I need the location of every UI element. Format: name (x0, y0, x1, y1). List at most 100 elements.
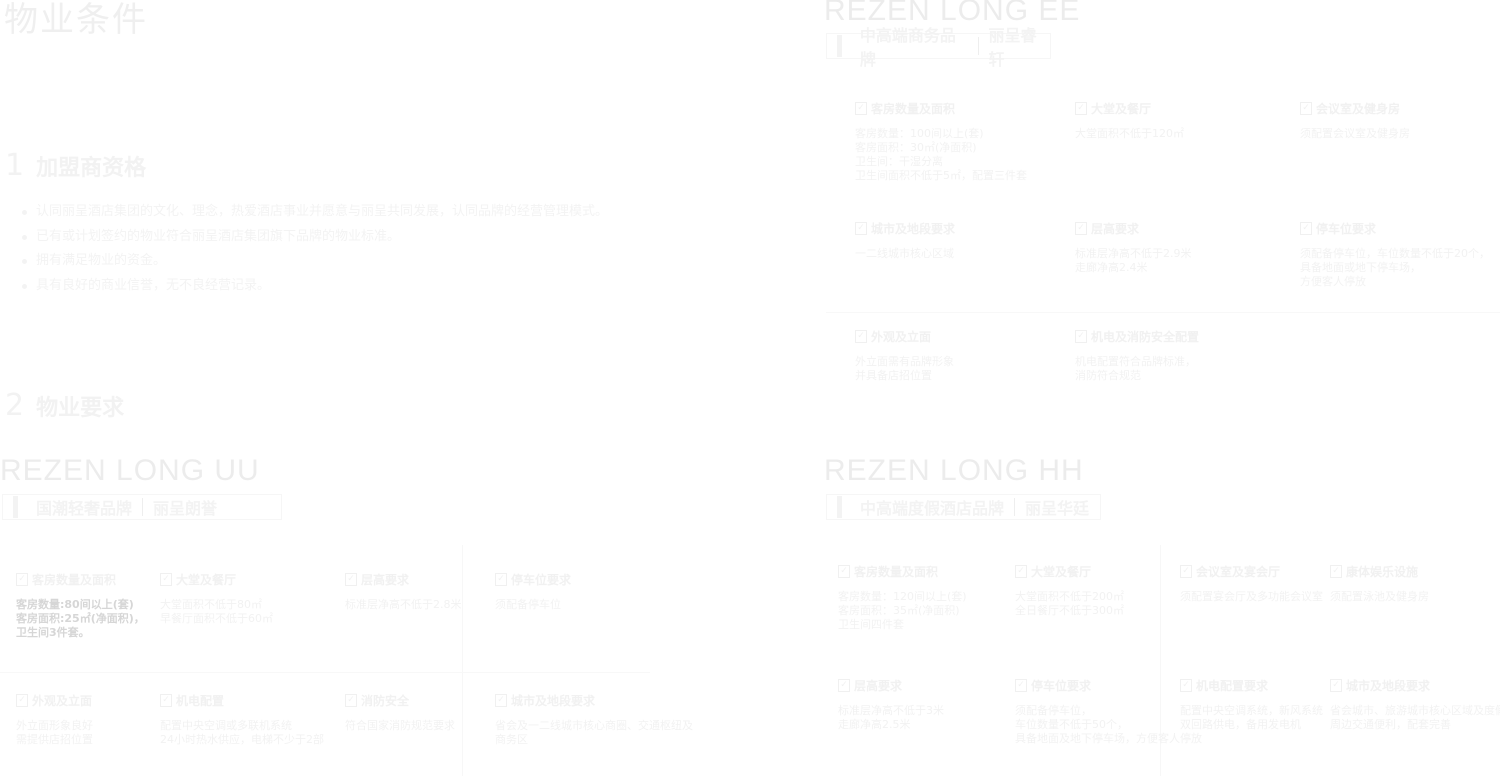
spec-title: 机电配置要求 (1196, 679, 1269, 693)
checkbox-icon: ✓ (1015, 679, 1027, 692)
list-item: 认同丽呈酒店集团的文化、理念，热爱酒店事业并愿意与丽呈共同发展，认同品牌的经营管… (22, 200, 608, 225)
spec-title: 机电配置 (176, 694, 225, 708)
spec-cell: ✓层高要求标准层净高不低于2.8米 (345, 571, 545, 612)
checkbox-icon: ✓ (1075, 222, 1087, 235)
spec-cell: ✓ 停车位要求须配备停车位，车位数量不低于20个， 具备地面或地下停车场， 方便客… (1300, 220, 1500, 289)
spec-cell: ✓客房数量及面积客房数量:80间以上(套) 客房面积:25㎡(净面积)， 卫生间… (16, 571, 216, 640)
spec-text: 须配置宴会厅及多功能会议室 (1180, 590, 1323, 603)
spec-cell: ✓ 城市及地段要求省会城市、旅游城市核心区域及度假区 周边交通便利，配套完善 (1330, 677, 1500, 732)
section-property: 2 物业要求 (5, 388, 124, 423)
spec-cell: ✓大堂及餐厅大堂面积不低于120㎡ (1075, 100, 1275, 141)
checkbox-icon: ✓ (345, 694, 357, 707)
spec-cell: ✓外观及立面外立面需有品牌形象 并具备店招位置 (855, 328, 1055, 383)
divider (462, 545, 463, 776)
spec-title: 城市及地段要求 (871, 222, 956, 236)
brand-title-ee: REZEN LONG EE (824, 0, 1081, 27)
spec-cell: ✓停车位要求须配备停车位 (495, 571, 695, 612)
divider (142, 498, 144, 516)
spec-cell: ✓ 机电配置要求配置中央空调系统，新风系统 双回路供电，备用发电机 (1180, 677, 1380, 732)
subtitle-name: 丽呈睿轩 (988, 26, 1037, 69)
list-item: 拥有满足物业的资金。 (22, 249, 608, 274)
spec-cell: ✓消防安全符合国家消防规范要求 (345, 692, 545, 733)
divider (826, 312, 1500, 313)
section-franchisee: 1 加盟商资格 (5, 148, 146, 183)
spec-cell: ✓大堂及餐厅大堂面积不低于200㎡ 全日餐厅不低于300㎡ (1015, 563, 1215, 618)
spec-heading: ✓大堂及餐厅 (1075, 100, 1275, 117)
accent-bar (13, 496, 18, 518)
checkbox-icon: ✓ (1300, 222, 1312, 235)
spec-heading: ✓客房数量及面积 (16, 571, 216, 588)
spec-cell: ✓机电配置配置中央空调或多联机系统 24小时热水供应，电梯不少于2部 (160, 692, 360, 747)
spec-heading: ✓ 客房数量及面积 (838, 563, 1038, 580)
spec-cell: ✓层高要求标准层净高不低于3米 走廊净高2.5米 (838, 677, 1038, 732)
accent-bar (837, 496, 842, 518)
divider (0, 672, 650, 673)
spec-cell: ✓外观及立面外立面形象良好 需提供店招位置 (16, 692, 216, 747)
spec-text: 标准层净高不低于2.9米 走廊净高2.4米 (1075, 247, 1192, 274)
spec-text: 客房数量：120间以上(套) 客房面积：35㎡(净面积) 卫生间四件套 (838, 590, 967, 631)
subtitle-type: 中高端商务品牌 (859, 26, 956, 69)
spec-text: 省会及一二线城市核心商圈、交通枢纽及商务区 (495, 719, 693, 746)
divider (977, 37, 979, 55)
checkbox-icon: ✓ (1330, 679, 1342, 692)
spec-title: 城市及地段要求 (511, 694, 596, 708)
spec-text: 须配备停车位，车位数量不低于20个， 具备地面或地下停车场， 方便客人停放 (1300, 247, 1490, 288)
spec-cell: ✓客房数量及面积客房数量：100间以上(套) 客房面积：30㎡(净面积) 卫生间… (855, 100, 1055, 183)
checkbox-icon: ✓ (1075, 330, 1087, 343)
spec-text: 省会城市、旅游城市核心区域及度假区 周边交通便利，配套完善 (1330, 704, 1500, 731)
section-number: 2 (5, 388, 25, 423)
checkbox-icon: ✓ (1330, 565, 1342, 578)
spec-heading: ✓停车位要求 (495, 571, 695, 588)
spec-title: 城市及地段要求 (1346, 679, 1431, 693)
brand-subtitle-ee: 中高端商务品牌 丽呈睿轩 (826, 26, 1051, 69)
accent-bar (837, 35, 842, 57)
spec-text: 标准层净高不低于2.8米 (345, 598, 462, 611)
brand-title-hh: REZEN LONG HH (824, 454, 1084, 487)
spec-cell: ✓会议室及健身房须配置会议室及健身房 (1300, 100, 1500, 141)
spec-heading: ✓ 层高要求 (1075, 220, 1275, 237)
checkbox-icon: ✓ (838, 565, 850, 578)
checkbox-icon: ✓ (495, 694, 507, 707)
spec-heading: ✓会议室及宴会厅 (1180, 563, 1380, 580)
spec-heading: ✓层高要求 (345, 571, 545, 588)
spec-text: 配置中央空调系统，新风系统 双回路供电，备用发电机 (1180, 704, 1323, 731)
spec-title: 停车位要求 (511, 573, 572, 587)
brand-subtitle-hh: 中高端度假酒店品牌 丽呈华廷 (826, 494, 1101, 520)
spec-heading: ✓ 城市及地段要求 (495, 692, 695, 709)
spec-title: 停车位要求 (1316, 222, 1377, 236)
spec-title: 停车位要求 (1031, 679, 1092, 693)
spec-title: 客房数量及面积 (854, 565, 939, 579)
spec-text: 一二线城市核心区域 (855, 247, 954, 260)
spec-title: 大堂及餐厅 (1031, 565, 1092, 579)
spec-cell: ✓停车位要求须配备停车位， 车位数量不低于50个， 具备地面及地下停车场，方便客… (1015, 677, 1215, 746)
spec-heading: ✓ 城市及地段要求 (1330, 677, 1500, 694)
checkbox-icon: ✓ (838, 679, 850, 692)
brand-title-uu: REZEN LONG UU (0, 454, 260, 487)
brand-subtitle-uu: 国潮轻奢品牌 丽呈朗誉 (2, 494, 282, 520)
spec-text: 机电配置符合品牌标准， 消防符合规范 (1075, 355, 1196, 382)
spec-title: 机电及消防安全配置 (1091, 330, 1200, 344)
spec-cell: ✓ 机电及消防安全配置机电配置符合品牌标准， 消防符合规范 (1075, 328, 1275, 383)
checkbox-icon: ✓ (855, 102, 867, 115)
spec-cell: ✓会议室及宴会厅须配置宴会厅及多功能会议室 (1180, 563, 1380, 604)
spec-heading: ✓ 机电及消防安全配置 (1075, 328, 1275, 345)
spec-text: 须配备停车位 (495, 598, 561, 611)
checkbox-icon: ✓ (855, 222, 867, 235)
checkbox-icon: ✓ (160, 573, 172, 586)
franchisee-list: 认同丽呈酒店集团的文化、理念，热爱酒店事业并愿意与丽呈共同发展，认同品牌的经营管… (22, 200, 608, 298)
subtitle-name: 丽呈华廷 (1025, 499, 1090, 518)
spec-text: 外立面形象良好 需提供店招位置 (16, 719, 93, 746)
spec-title: 大堂及餐厅 (176, 573, 237, 587)
checkbox-icon: ✓ (345, 573, 357, 586)
spec-cell: ✓大堂及餐厅大堂面积不低于80㎡ 早餐厅面积不低于60㎡ (160, 571, 360, 626)
spec-heading: ✓客房数量及面积 (855, 100, 1055, 117)
spec-title: 层高要求 (854, 679, 903, 693)
spec-text: 符合国家消防规范要求 (345, 719, 455, 732)
spec-heading: ✓消防安全 (345, 692, 545, 709)
list-item: 具有良好的商业信誉，无不良经营记录。 (22, 274, 608, 299)
spec-title: 层高要求 (1091, 222, 1140, 236)
checkbox-icon: ✓ (1180, 679, 1192, 692)
spec-cell: ✓ 客房数量及面积客房数量：120间以上(套) 客房面积：35㎡(净面积) 卫生间… (838, 563, 1038, 632)
section-title: 物业要求 (36, 395, 125, 421)
checkbox-icon: ✓ (1300, 102, 1312, 115)
